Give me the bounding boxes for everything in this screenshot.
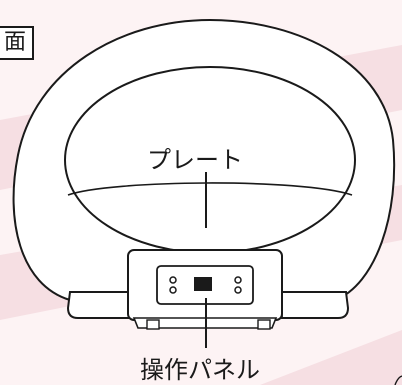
panel-display [194,277,212,291]
left-foot [66,291,132,319]
panel-label: 操作パネル [140,356,260,384]
section-tag-text: 面 [4,30,27,55]
left-peg [146,319,160,330]
panel-button-left-bottom [169,286,177,294]
right-peg [257,319,271,330]
right-foot [278,291,350,319]
corner-mark [394,375,402,385]
section-tag: 面 [0,26,35,60]
plate-label: プレート [147,146,243,174]
panel-button-right-bottom [234,286,242,294]
panel-button-right-top [234,276,242,284]
panel-button-left-top [169,276,177,284]
stripe-3 [260,330,402,385]
